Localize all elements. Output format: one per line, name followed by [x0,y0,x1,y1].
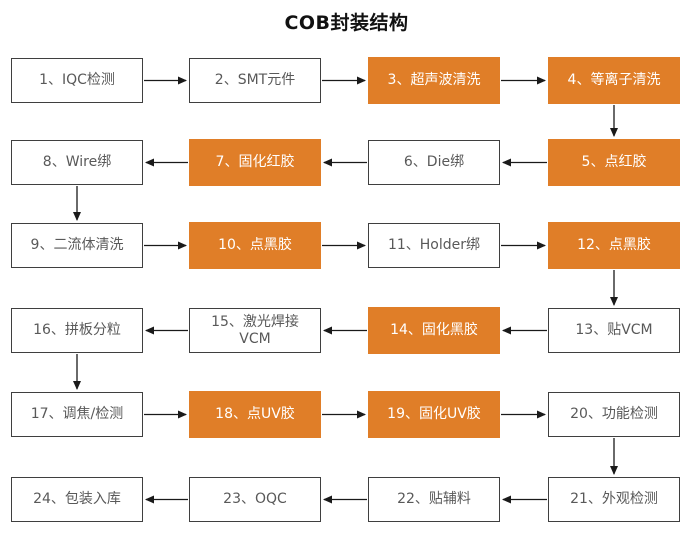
flow-step-11: 11、Holder绑 [368,223,500,268]
flow-step-10: 10、点黑胶 [189,222,321,269]
flow-step-24: 24、包装入库 [11,477,143,522]
page-title: COB封装结构 [284,12,409,34]
flow-step-23: 23、OQC [189,477,321,522]
flow-step-22: 22、贴辅料 [368,477,500,522]
flow-step-5: 5、点红胶 [548,139,680,186]
flow-step-14: 14、固化黑胶 [368,307,500,354]
flow-step-2: 2、SMT元件 [189,58,321,103]
flow-step-8: 8、Wire绑 [11,140,143,185]
flow-step-9: 9、二流体清洗 [11,223,143,268]
flow-step-16: 16、拼板分粒 [11,308,143,353]
flow-step-21: 21、外观检测 [548,477,680,522]
flow-step-13: 13、贴VCM [548,308,680,353]
flow-step-1: 1、IQC检测 [11,58,143,103]
flow-step-7: 7、固化红胶 [189,139,321,186]
flow-step-18: 18、点UV胶 [189,391,321,438]
flow-step-19: 19、固化UV胶 [368,391,500,438]
flow-step-17: 17、调焦/检测 [11,392,143,437]
flow-step-6: 6、Die绑 [368,140,500,185]
flow-step-20: 20、功能检测 [548,392,680,437]
flow-step-12: 12、点黑胶 [548,222,680,269]
flow-step-15: 15、激光焊接VCM [189,308,321,353]
flow-step-4: 4、等离子清洗 [548,57,680,104]
flow-step-3: 3、超声波清洗 [368,57,500,104]
